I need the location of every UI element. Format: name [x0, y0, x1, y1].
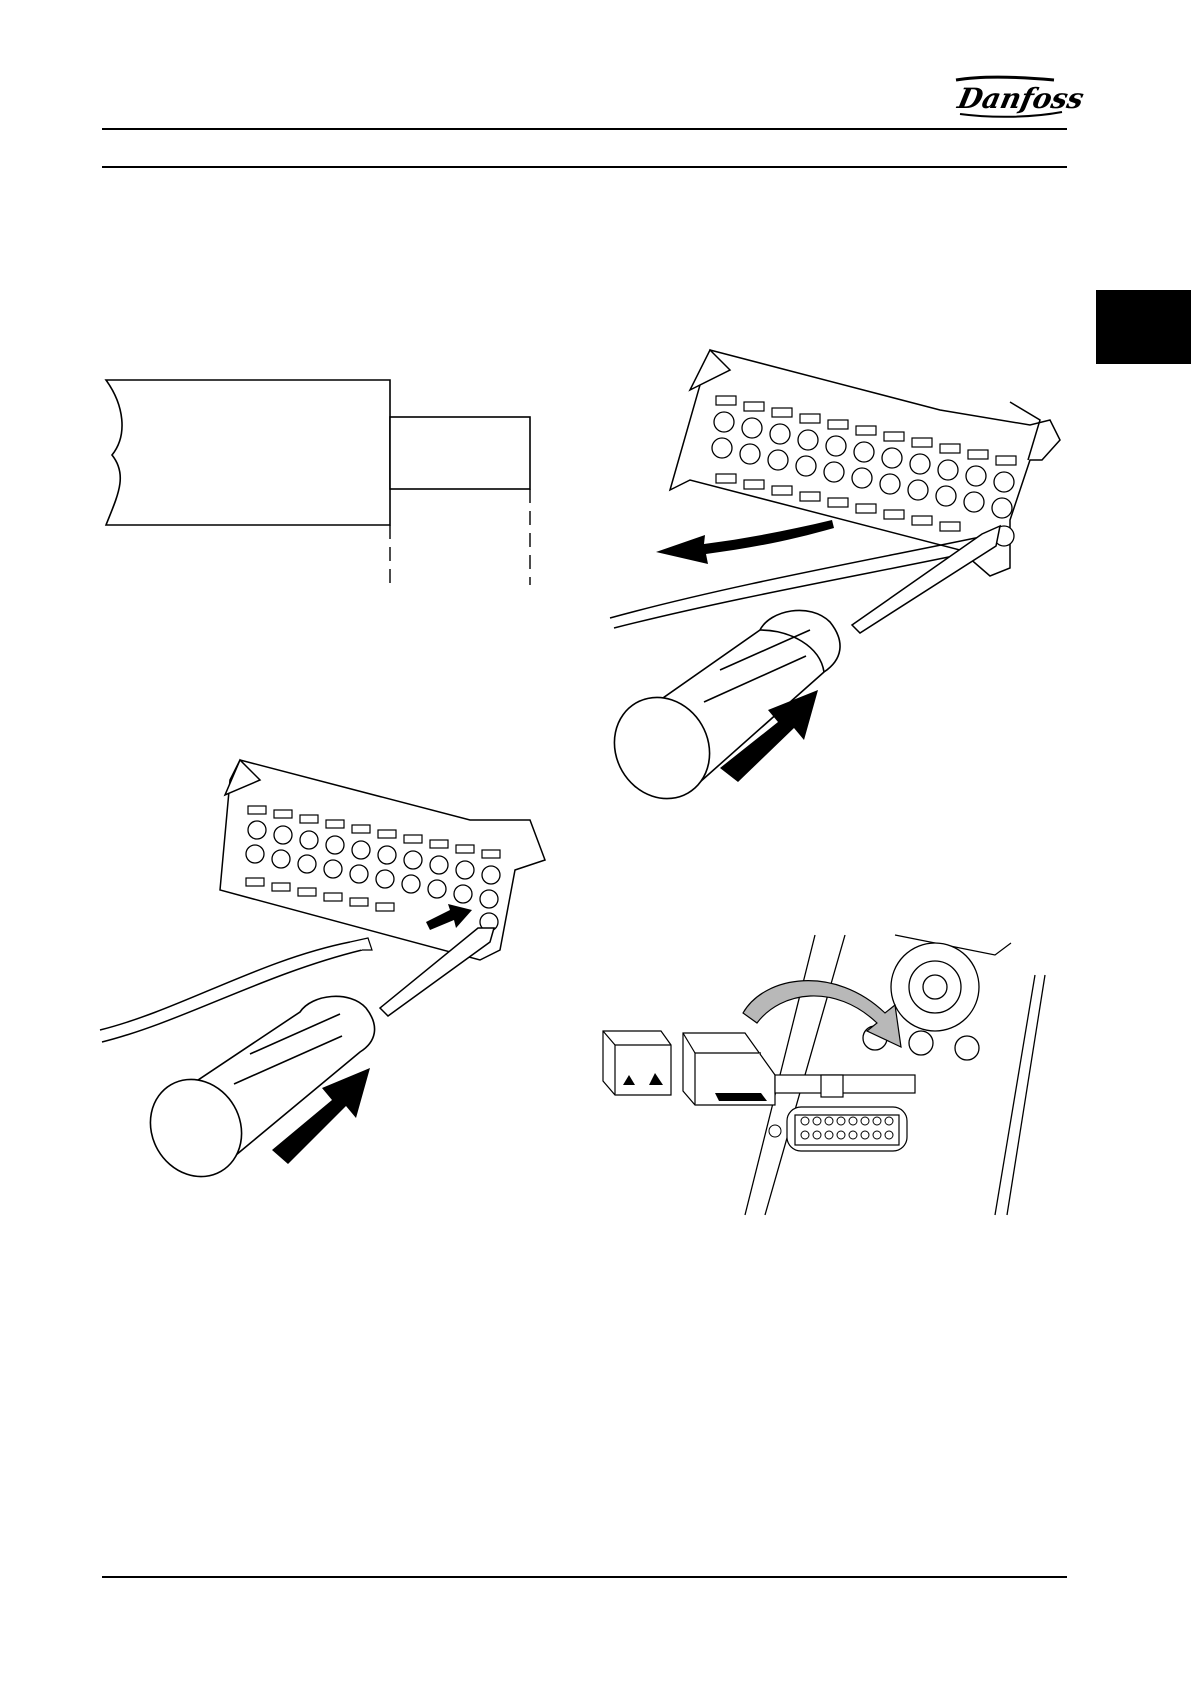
chapter-tab-marker [1096, 290, 1191, 364]
danfoss-logo: Danfoss [950, 72, 1070, 122]
terminal-insert-figure [100, 750, 580, 1215]
header-rule-bottom [102, 166, 1067, 168]
wire-strip-length-figure [100, 375, 550, 600]
footer-rule [102, 1576, 1067, 1578]
svg-text:Danfoss: Danfoss [954, 81, 1087, 115]
terminal-block-mounting-figure [595, 935, 1055, 1220]
header-rule-top [102, 128, 1067, 130]
terminal-release-figure [610, 330, 1080, 855]
